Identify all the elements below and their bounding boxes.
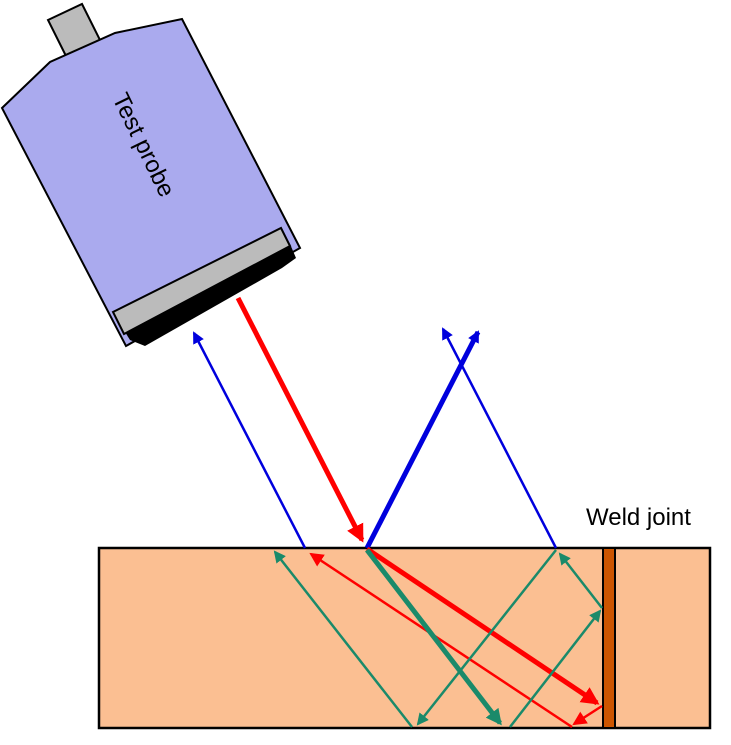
reflected-ray-left: [192, 331, 307, 549]
reflected-ray-main: [364, 330, 481, 550]
probe-shadow: [125, 244, 296, 346]
red-transmitted-bold: [365, 546, 600, 706]
reflected-ray-right: [441, 327, 558, 549]
red-return: [309, 552, 573, 729]
green-up-to-weld: [509, 609, 602, 728]
weld-joint: [602, 547, 616, 729]
test-probe: Test probe: [0, 2, 302, 348]
green-weld-to-top: [558, 552, 603, 609]
weld-joint-label: Weld joint: [586, 504, 691, 531]
red-weld-reflect: [572, 704, 603, 726]
probe-face: [111, 226, 292, 336]
green-top-to-bottom: [416, 549, 557, 726]
green-transmitted-bold: [365, 548, 502, 726]
incident-ray: [235, 296, 365, 543]
green-return: [273, 550, 413, 728]
